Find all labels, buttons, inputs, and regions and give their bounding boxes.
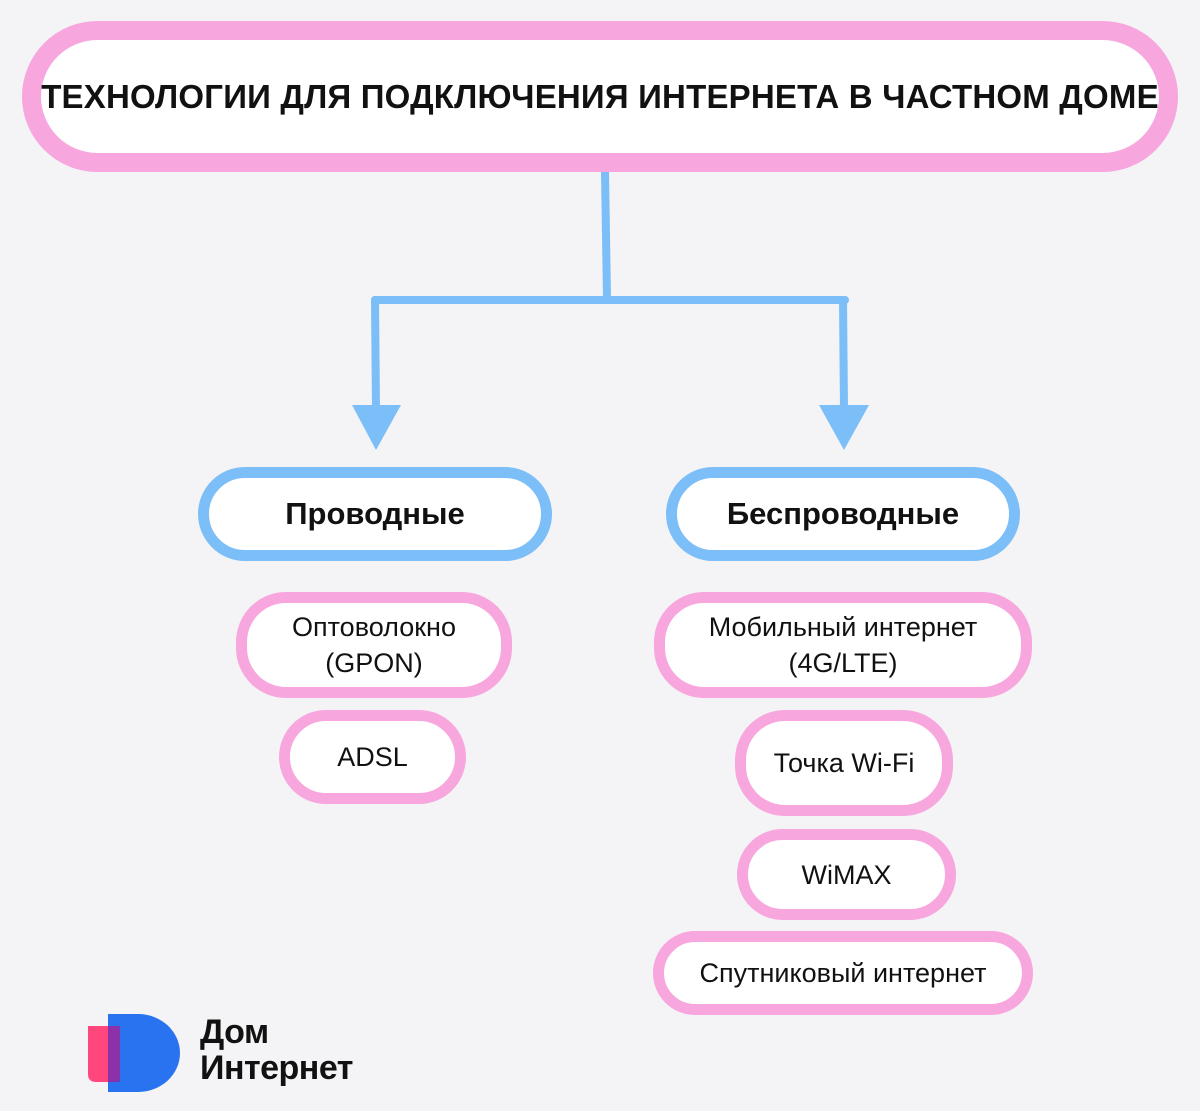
logo-text: Дом Интернет	[200, 1014, 353, 1086]
wireless-item-mobile: Мобильный интернет (4G/LTE)	[654, 592, 1032, 698]
wireless-item-wimax: WiMAX	[737, 829, 956, 920]
wired-item-gpon: Оптоволокно (GPON)	[236, 592, 512, 698]
connector-right-drop	[839, 296, 848, 414]
arrow-head-right	[819, 405, 869, 450]
category-wireless: Беспроводные	[666, 467, 1020, 561]
category-wired: Проводные	[198, 467, 552, 561]
logo-mark-icon	[88, 1014, 180, 1092]
diagram-title: ТЕХНОЛОГИИ ДЛЯ ПОДКЛЮЧЕНИЯ ИНТЕРНЕТА В Ч…	[22, 21, 1178, 172]
connector-trunk	[601, 168, 611, 302]
connector-left-drop	[371, 296, 380, 414]
logo-line-1: Дом	[200, 1013, 269, 1051]
logo-line-2: Интернет	[200, 1049, 353, 1087]
wired-item-adsl: ADSL	[279, 710, 466, 804]
wireless-item-wifi: Точка Wi-Fi	[735, 710, 953, 816]
arrow-head-left	[352, 405, 401, 450]
logo: Дом Интернет	[86, 1012, 406, 1096]
wireless-item-satellite: Спутниковый интернет	[653, 931, 1033, 1015]
